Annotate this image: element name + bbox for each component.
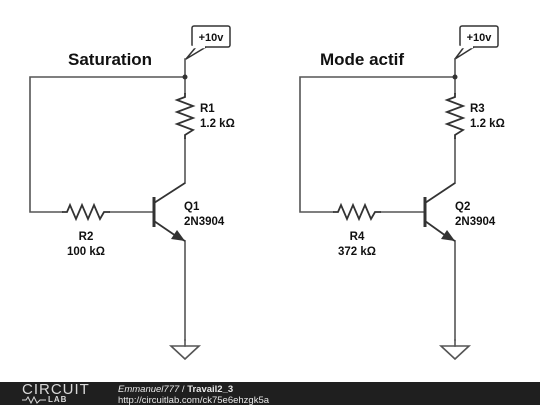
schematic-canvas: Saturation +10v R1 1.2 kΩ R2 100 kΩ bbox=[29, 25, 505, 361]
supply-label: +10v bbox=[199, 32, 225, 44]
transistor-name: Q1 bbox=[184, 201, 200, 213]
footer-credit: Emmanuel777 / Travail2_3 bbox=[118, 384, 233, 395]
transistor-name: Q2 bbox=[455, 201, 470, 213]
wire bbox=[299, 58, 456, 213]
resistor-r1[interactable]: R1 1.2 kΩ bbox=[174, 93, 235, 139]
ground-symbol bbox=[438, 345, 472, 361]
resistor-value: 372 kΩ bbox=[338, 246, 376, 258]
project-url[interactable]: http://circuitlab.com/ck75e6ehzgk5a bbox=[118, 395, 270, 406]
footer-bar: CIRCUIT LAB Emmanuel777 / Travail2_3 htt… bbox=[0, 381, 540, 406]
ground-symbol bbox=[168, 345, 202, 361]
logo-text-bottom: LAB bbox=[48, 395, 68, 404]
supply-flag[interactable]: +10v bbox=[454, 25, 499, 60]
transistor-q1[interactable]: Q1 2N3904 bbox=[152, 182, 225, 242]
resistor-name: R2 bbox=[79, 231, 94, 243]
circuit-title: Saturation bbox=[68, 50, 152, 69]
resistor-logo-icon bbox=[22, 396, 46, 404]
resistor-r3[interactable]: R3 1.2 kΩ bbox=[444, 93, 505, 139]
resistor-name: R3 bbox=[470, 103, 485, 115]
transistor-model: 2N3904 bbox=[184, 216, 225, 228]
wire bbox=[29, 58, 186, 213]
transistor-q2[interactable]: Q2 2N3904 bbox=[423, 182, 496, 242]
author-link[interactable]: Emmanuel777 bbox=[118, 384, 180, 395]
supply-flag[interactable]: +10v bbox=[185, 25, 231, 60]
logo-text-top: CIRCUIT bbox=[22, 381, 90, 398]
junction-node bbox=[182, 74, 188, 80]
resistor-r4[interactable]: R4 372 kΩ bbox=[333, 202, 381, 258]
transistor-model: 2N3904 bbox=[455, 216, 496, 228]
circuit-saturation: Saturation +10v R1 1.2 kΩ R2 100 kΩ bbox=[29, 25, 235, 361]
resistor-name: R4 bbox=[350, 231, 365, 243]
resistor-value: 1.2 kΩ bbox=[470, 118, 505, 130]
project-title[interactable]: Travail2_3 bbox=[187, 384, 234, 395]
supply-label: +10v bbox=[467, 32, 493, 44]
circuit-title: Mode actif bbox=[320, 50, 404, 69]
resistor-value: 100 kΩ bbox=[67, 246, 105, 258]
junction-node bbox=[452, 74, 458, 80]
circuitlab-logo-sub: LAB bbox=[22, 395, 67, 404]
circuit-mode-actif: Mode actif +10v R3 1.2 kΩ R4 372 kΩ bbox=[299, 25, 505, 361]
resistor-r2[interactable]: R2 100 kΩ bbox=[62, 202, 110, 258]
resistor-value: 1.2 kΩ bbox=[200, 118, 235, 130]
resistor-name: R1 bbox=[200, 103, 215, 115]
circuitlab-logo[interactable]: CIRCUIT bbox=[22, 381, 90, 398]
separator: / bbox=[179, 384, 188, 395]
